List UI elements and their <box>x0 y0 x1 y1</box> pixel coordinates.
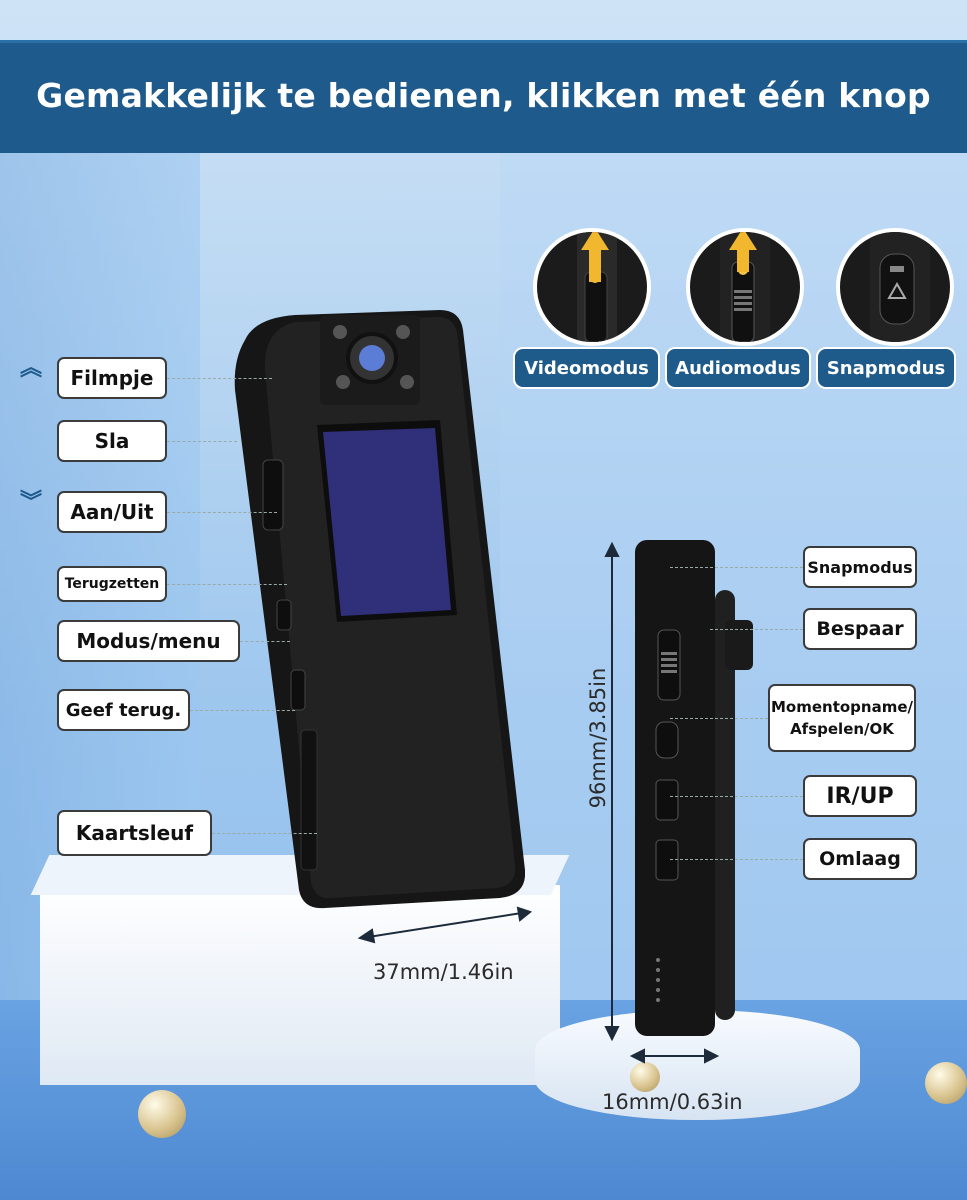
arrow-up-icon <box>581 232 609 282</box>
leader-line <box>710 629 803 630</box>
title-banner <box>0 40 967 153</box>
leader-line <box>240 641 290 642</box>
label-geef-terug: Geef terug. <box>57 689 190 731</box>
leader-line <box>190 710 295 711</box>
leader-line <box>167 512 277 513</box>
leader-line <box>670 859 803 860</box>
leader-line <box>167 441 237 442</box>
decor-ball <box>138 1090 186 1138</box>
decor-ball <box>925 1062 967 1104</box>
snapmodus-button[interactable]: Snapmodus <box>816 347 956 389</box>
arrow-up-icon <box>729 232 757 272</box>
left-pedestal <box>40 885 560 1085</box>
label-kaartsleuf: Kaartsleuf <box>57 810 212 856</box>
width-dimension: 37mm/1.46in <box>373 960 514 984</box>
audio-mode-zoom <box>686 228 804 346</box>
leader-line <box>670 718 768 719</box>
leader-line <box>670 796 803 797</box>
leader-line <box>167 584 287 585</box>
label-omlaag: Omlaag <box>803 838 917 880</box>
label-momentopname: Momentopname/ Afspelen/OK <box>768 684 916 752</box>
label-terugzetten: Terugzetten <box>57 566 167 602</box>
page-title: Gemakkelijk te bedienen, klikken met één… <box>36 75 931 115</box>
video-mode-zoom <box>533 228 651 346</box>
label-ir-up: IR/UP <box>803 775 917 817</box>
clip <box>715 590 735 1020</box>
label-filmpje: Filmpje <box>57 357 167 399</box>
video-switch-illustration <box>577 232 617 342</box>
decor-ball <box>630 1062 660 1092</box>
camera-side-view <box>635 540 753 1036</box>
label-modus-menu: Modus/menu <box>57 620 240 662</box>
snap-mode-zoom <box>836 228 954 346</box>
audio-switch-illustration <box>720 232 770 342</box>
label-bespaar: Bespaar <box>803 608 917 650</box>
leader-line <box>167 378 272 379</box>
label-aan-uit: Aan/Uit <box>57 491 167 533</box>
label-sla: Sla <box>57 420 167 462</box>
videomodus-button[interactable]: Videomodus <box>513 347 660 389</box>
camera-front-view <box>234 310 525 909</box>
label-snapmodus: Snapmodus <box>803 546 917 588</box>
leader-line <box>670 567 803 568</box>
leader-line <box>212 833 317 834</box>
height-dimension: 96mm/3.85in <box>586 667 610 809</box>
audiomodus-button[interactable]: Audiomodus <box>665 347 811 389</box>
depth-dimension: 16mm/0.63in <box>602 1090 743 1114</box>
play-button-illustration <box>870 232 930 342</box>
